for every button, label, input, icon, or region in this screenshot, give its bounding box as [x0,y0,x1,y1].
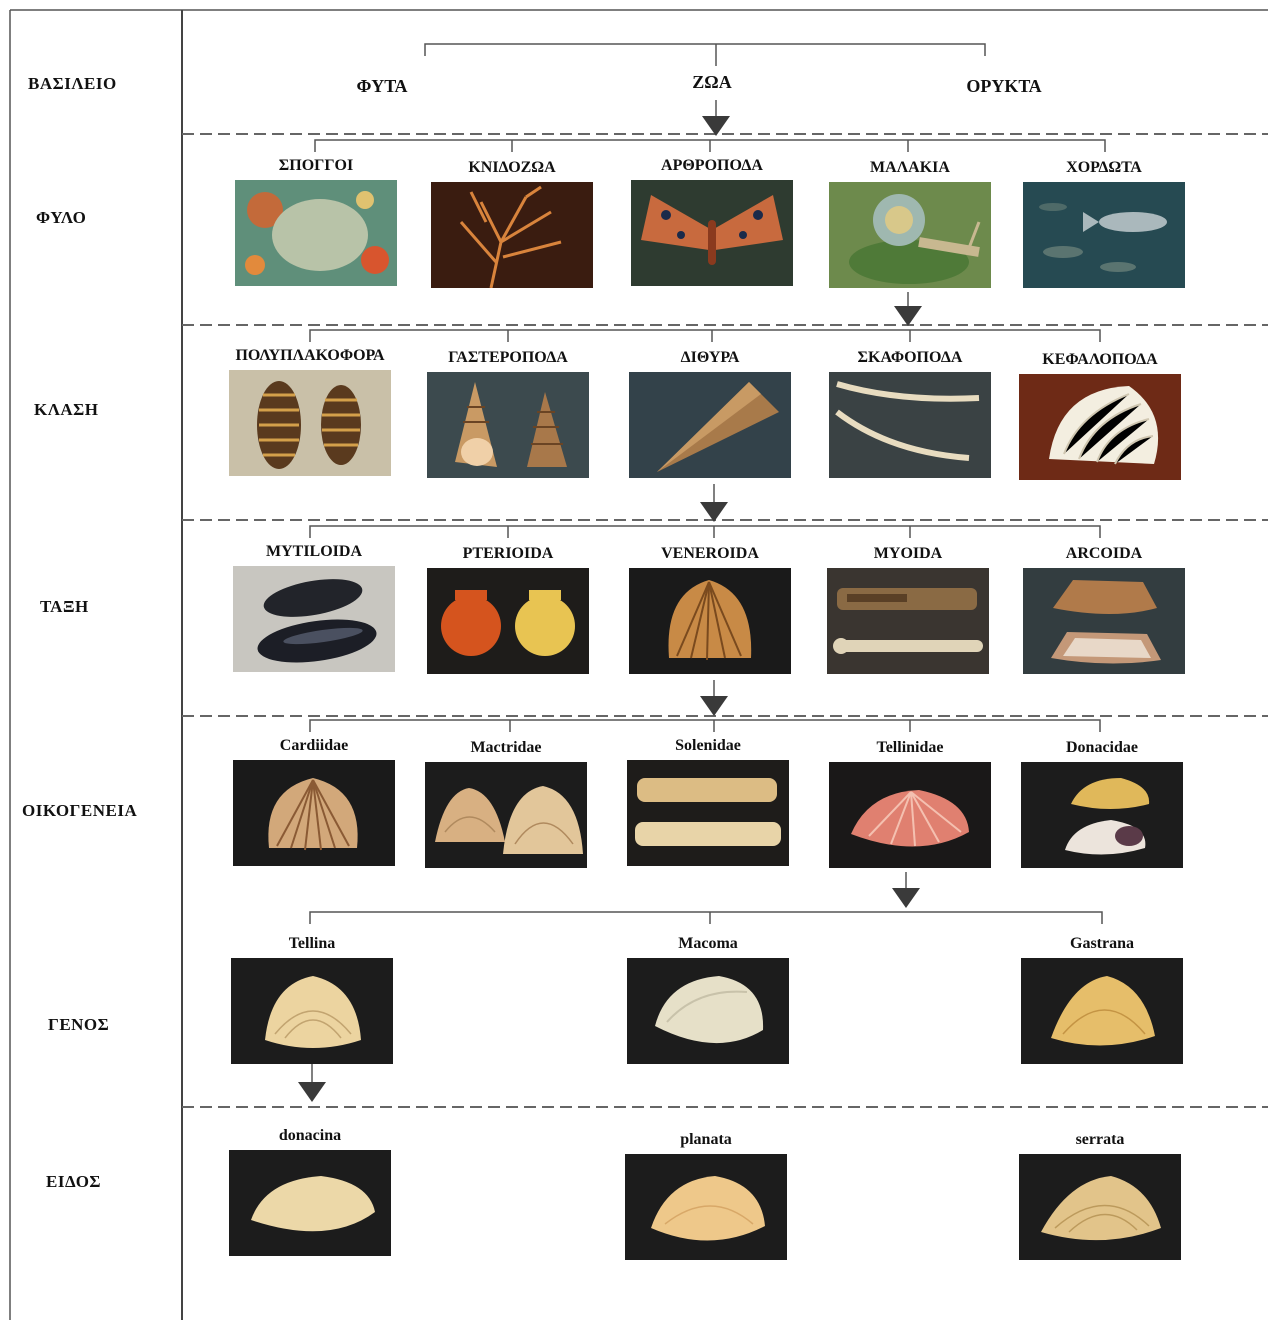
rank-label-kingdom: ΒΑΣΙΛΕΙΟ [28,74,117,94]
taxon-name: ΓΑΣΤΕΡΟΠΟΔΑ [426,348,590,368]
taxon-name: serrata [1018,1130,1182,1150]
planata-shell-photo [625,1154,787,1260]
rank-label-phylum: ΦΥΛΟ [36,208,86,228]
rank-label-species: ΕΙΔΟΣ [46,1172,101,1192]
order-arcoida: ARCOIDA [1022,544,1186,674]
chiton-photo [229,370,391,476]
donacina-shell-photo [229,1150,391,1256]
taxon-name: Donacidae [1020,738,1184,758]
family-tellinidae: Tellinidae [828,738,992,868]
order-mytiloida: MYTILOIDA [232,542,396,672]
family-solenidae: Solenidae [626,736,790,866]
taxon-name: VENEROIDA [628,544,792,564]
taxon-name: PTERIOIDA [426,544,590,564]
species-planata: planata [624,1130,788,1260]
taxon-name: ΣΠΟΓΓΟΙ [234,156,398,176]
taxon-name: ΠΟΛΥΠΛΑΚΟΦΟΡΑ [228,346,392,366]
order-pterioida: PTERIOIDA [426,544,590,674]
rank-label-genus: ΓΕΝΟΣ [48,1015,109,1035]
taxon-name: Tellina [230,934,394,954]
class-bivalvia: ΔΙΘΥΡΑ [628,348,792,478]
taxon-name: MYOIDA [826,544,990,564]
phylum-chordata: ΧΟΡΔΩΤΑ [1022,158,1186,288]
taxon-name: ARCOIDA [1022,544,1186,564]
class-polyplacophora: ΠΟΛΥΠΛΑΚΟΦΟΡΑ [228,346,392,476]
phylum-sponges: ΣΠΟΓΓΟΙ [234,156,398,286]
pen-shell-photo [629,372,791,478]
taxon-name: ΧΟΡΔΩΤΑ [1022,158,1186,178]
taxon-name: Tellinidae [828,738,992,758]
rank-label-class: ΚΛΑΣΗ [34,400,99,420]
moth-photo [631,180,793,286]
taxon-name: Mactridae [424,738,588,758]
mactrid-shells-photo [425,762,587,868]
kingdom-plants: ΦΥΤΑ [357,76,408,97]
kingdom-minerals: ΟΡΥΚΤΑ [966,76,1041,97]
serrata-shell-photo [1019,1154,1181,1260]
genus-gastrana: Gastrana [1020,934,1184,1064]
tellina-shell-photo [231,958,393,1064]
genus-macoma: Macoma [626,934,790,1064]
snail-photo [829,182,991,288]
shipworm-photo [827,568,989,674]
class-gastropoda: ΓΑΣΤΕΡΟΠΟΔΑ [426,348,590,478]
ark-shell-photo [1023,568,1185,674]
cockle-photo [629,568,791,674]
wedge-shells-photo [1021,762,1183,868]
sponge-photo [235,180,397,286]
order-myoida: MYOIDA [826,544,990,674]
order-veneroida: VENEROIDA [628,544,792,674]
tusk-shell-photo [829,372,991,478]
scallops-photo [427,568,589,674]
macoma-shell-photo [627,958,789,1064]
family-donacidae: Donacidae [1020,738,1184,868]
rank-label-order: ΤΑΞΗ [40,597,89,617]
class-scaphopoda: ΣΚΑΦΟΠΟΔΑ [828,348,992,478]
taxon-name: ΚΕΦΑΛΟΠΟΔΑ [1018,350,1182,370]
family-cardiidae: Cardiidae [232,736,396,866]
kingdom-animals: ΖΩΑ [692,72,731,93]
family-mactridae: Mactridae [424,738,588,868]
mussels-photo [233,566,395,672]
species-serrata: serrata [1018,1130,1182,1260]
whelk-photo [427,372,589,478]
phylum-mollusca: ΜΑΛΑΚΙΑ [828,158,992,288]
rank-label-family: ΟΙΚΟΓΕΝΕΙΑ [22,801,137,821]
taxon-name: ΜΑΛΑΚΙΑ [828,158,992,178]
taxon-name: ΣΚΑΦΟΠΟΔΑ [828,348,992,368]
taxon-name: Gastrana [1020,934,1184,954]
argonaut-photo [1019,374,1181,480]
gastrana-shell-photo [1021,958,1183,1064]
fish-photo [1023,182,1185,288]
razor-shells-photo [627,760,789,866]
taxon-name: donacina [228,1126,392,1146]
taxon-name: ΔΙΘΥΡΑ [628,348,792,368]
taxon-name: planata [624,1130,788,1150]
taxon-name: ΚΝΙΔΟΖΩΑ [430,158,594,178]
cardiid-shell-photo [233,760,395,866]
taxon-name: ΑΡΘΡΟΠΟΔΑ [630,156,794,176]
genus-tellina: Tellina [230,934,394,1064]
phylum-cnidaria: ΚΝΙΔΟΖΩΑ [430,158,594,288]
class-cephalopoda: ΚΕΦΑΛΟΠΟΔΑ [1018,350,1182,480]
pink-tellin-photo [829,762,991,868]
coral-photo [431,182,593,288]
taxon-name: Solenidae [626,736,790,756]
taxon-name: Cardiidae [232,736,396,756]
phylum-arthropoda: ΑΡΘΡΟΠΟΔΑ [630,156,794,286]
taxon-name: MYTILOIDA [232,542,396,562]
species-donacina: donacina [228,1126,392,1256]
taxon-name: Macoma [626,934,790,954]
